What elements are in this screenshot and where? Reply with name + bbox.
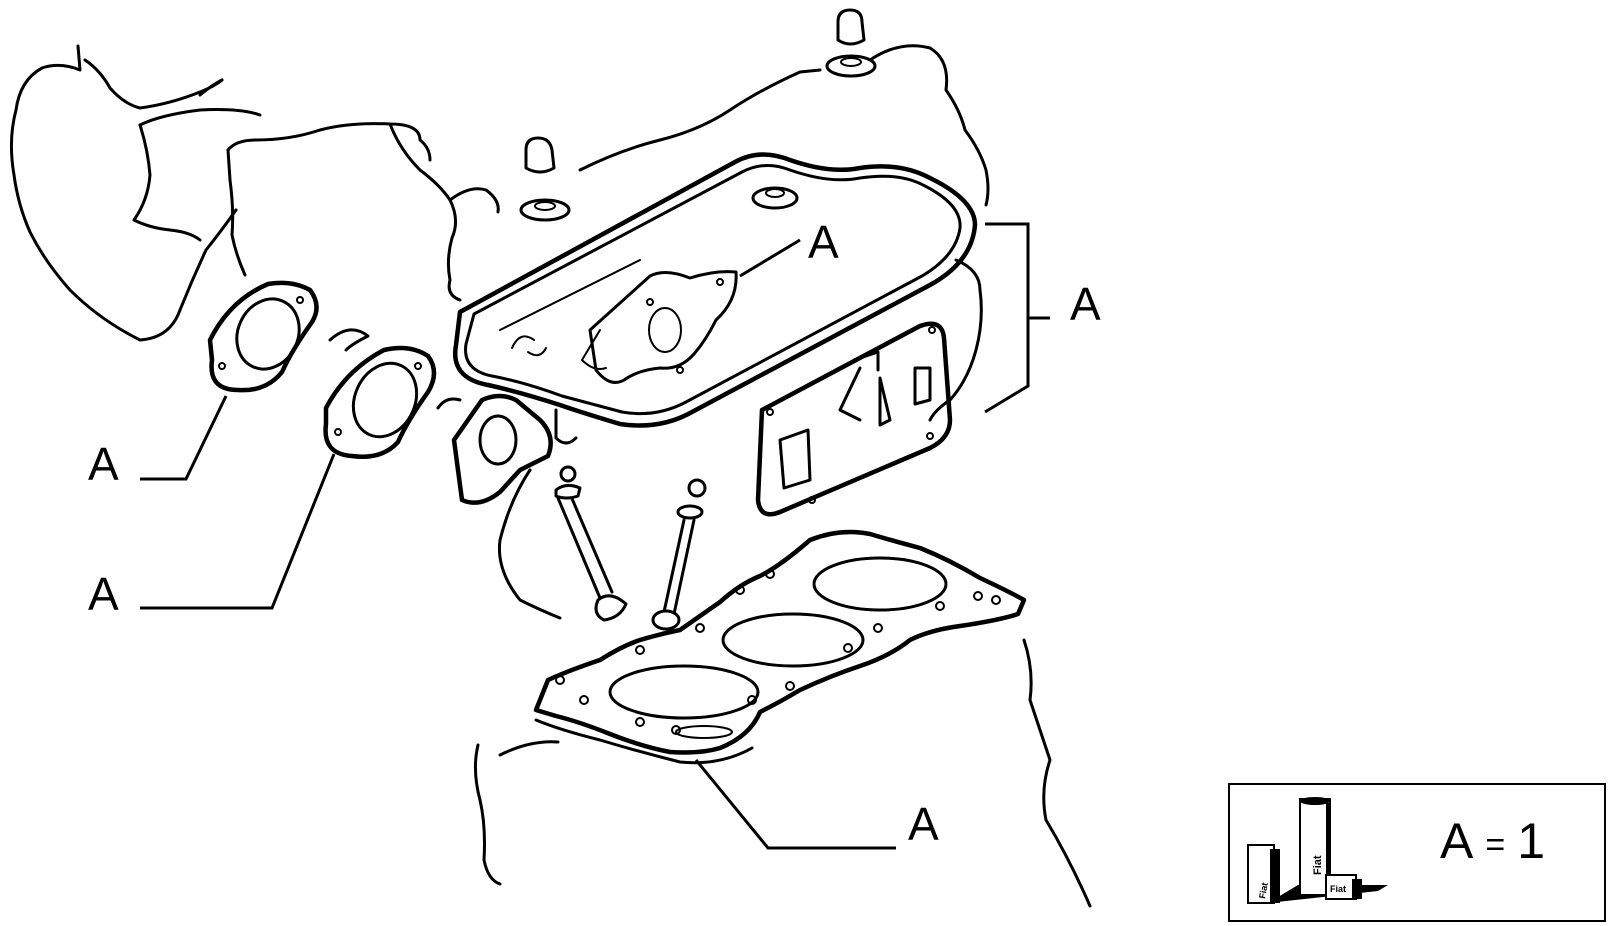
kit-quantity-text: A = 1 bbox=[1440, 811, 1545, 875]
callout-label: A bbox=[88, 568, 119, 620]
cap-nut-left bbox=[519, 136, 571, 222]
side-plate-gasket bbox=[755, 321, 953, 517]
leader-manifold-upper bbox=[140, 395, 228, 481]
kit-label: A bbox=[1440, 813, 1474, 869]
callout-label: A bbox=[88, 438, 119, 490]
cap-nut-right bbox=[825, 8, 877, 78]
intake-valve bbox=[554, 465, 628, 622]
callout-label: A bbox=[808, 216, 839, 268]
kit-box-brand: Fiat bbox=[1312, 855, 1324, 875]
engine-block-lower-outline bbox=[473, 468, 1092, 908]
callout-label: A bbox=[908, 798, 939, 850]
equals-sign: = bbox=[1485, 825, 1506, 864]
gasket-kit-package-icon: Fiat Fiat Fiat bbox=[1247, 797, 1388, 904]
intake-housing-outline bbox=[9, 44, 500, 342]
leader-manifold-lower bbox=[140, 453, 336, 610]
valve-cover-gasket bbox=[452, 152, 978, 428]
leader-valve-cover bbox=[739, 238, 801, 278]
kit-box-brand: Fiat bbox=[1257, 882, 1270, 900]
callout-label: A bbox=[1070, 278, 1101, 330]
engine-block-top-outline bbox=[578, 44, 990, 422]
leader-cover-bracket bbox=[984, 222, 1050, 414]
kit-box-brand: Fiat bbox=[1330, 884, 1346, 894]
manifold-gasket-lower bbox=[323, 328, 437, 459]
exhaust-valve bbox=[651, 478, 707, 631]
manifold-gasket-upper bbox=[207, 280, 319, 393]
leader-head-gasket bbox=[694, 759, 896, 850]
cylinder-head-gasket bbox=[533, 529, 1027, 765]
kit-legend-box: Fiat Fiat Fiat A = 1 bbox=[1228, 783, 1606, 922]
kit-quantity: 1 bbox=[1517, 813, 1546, 869]
leader-lines bbox=[140, 222, 1050, 850]
exhaust-flange-gasket bbox=[436, 393, 578, 505]
